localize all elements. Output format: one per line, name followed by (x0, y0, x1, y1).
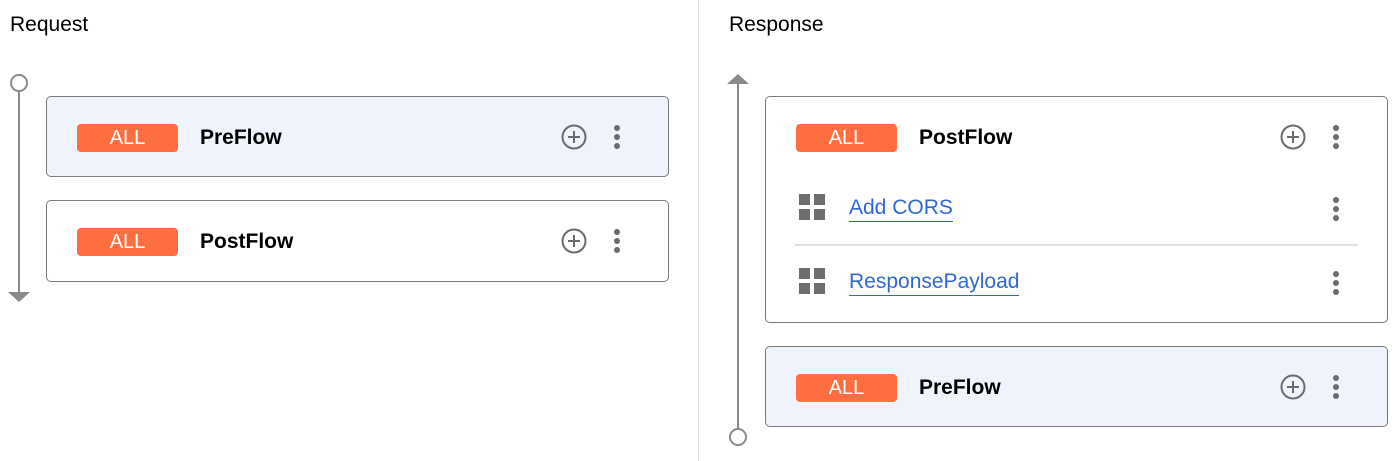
add-step-icon[interactable] (561, 228, 587, 254)
more-vert-icon[interactable] (1333, 271, 1339, 298)
method-badge: ALL (77, 228, 178, 256)
request-postflow-card[interactable]: ALL PostFlow (46, 200, 669, 282)
panel-divider (698, 0, 699, 461)
more-vert-icon[interactable] (614, 125, 620, 152)
flow-title: PreFlow (919, 376, 1001, 399)
response-timeline-line (737, 83, 739, 430)
request-preflow-card[interactable]: ALL PreFlow (46, 96, 669, 177)
method-badge: ALL (796, 124, 897, 152)
response-title: Response (729, 13, 824, 36)
flow-title: PostFlow (200, 230, 294, 253)
timeline-start-circle-icon (10, 74, 28, 92)
more-vert-icon[interactable] (614, 229, 620, 256)
arrow-up-icon (727, 74, 749, 84)
more-vert-icon[interactable] (1333, 197, 1339, 224)
request-timeline-line (18, 90, 20, 292)
flow-title: PostFlow (919, 126, 1013, 149)
request-title: Request (10, 13, 89, 36)
policy-icon (799, 194, 825, 220)
policy-separator (795, 244, 1358, 246)
more-vert-icon[interactable] (1333, 375, 1339, 402)
response-postflow-card[interactable]: ALL PostFlow Add CORS ResponsePayload (765, 96, 1388, 323)
policy-icon (799, 268, 825, 294)
add-step-icon[interactable] (1280, 374, 1306, 400)
method-badge: ALL (796, 374, 897, 402)
add-step-icon[interactable] (561, 124, 587, 150)
method-badge: ALL (77, 124, 178, 152)
timeline-end-circle-icon (729, 428, 747, 446)
policy-link-add-cors[interactable]: Add CORS (849, 195, 953, 222)
more-vert-icon[interactable] (1333, 125, 1339, 152)
flow-title: PreFlow (200, 126, 282, 149)
add-step-icon[interactable] (1280, 124, 1306, 150)
arrow-down-icon (8, 292, 30, 302)
response-preflow-card[interactable]: ALL PreFlow (765, 346, 1388, 427)
policy-link-response-payload[interactable]: ResponsePayload (849, 269, 1020, 296)
